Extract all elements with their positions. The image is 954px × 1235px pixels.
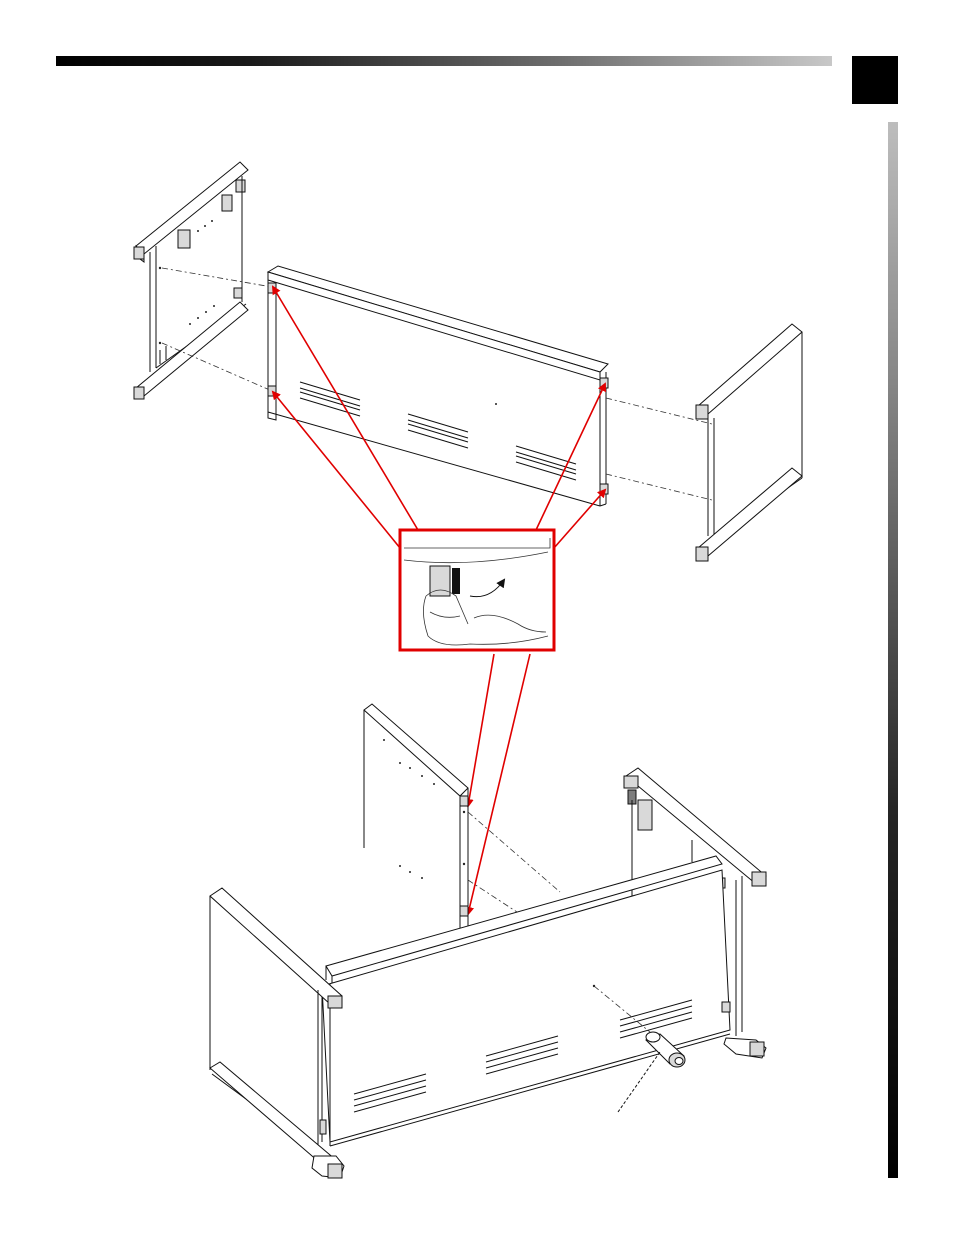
right-side-panel [696, 324, 802, 561]
exploded-assembly-view [134, 162, 802, 561]
back-panel [268, 266, 608, 506]
assembled-frame-view [210, 704, 766, 1178]
left-side-panel [134, 162, 248, 399]
clip-detail-callout [400, 530, 554, 914]
